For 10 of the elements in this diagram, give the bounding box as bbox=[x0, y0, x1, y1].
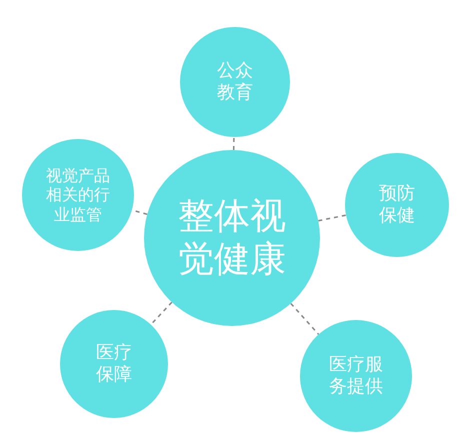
dashed-connector bbox=[290, 302, 320, 335]
node-label: 预防保健 bbox=[378, 183, 416, 227]
dashed-connector bbox=[150, 302, 172, 326]
dashed-connector bbox=[318, 214, 346, 222]
node-label: 公众教育 bbox=[216, 60, 254, 104]
node-label: 医疗保障 bbox=[96, 342, 132, 386]
node-label: 医疗服务提供 bbox=[328, 354, 384, 398]
node-label: 整体视觉健康 bbox=[177, 194, 287, 282]
dashed-connector bbox=[232, 136, 235, 150]
node-label: 视觉产品相关的行业监管 bbox=[45, 166, 111, 224]
